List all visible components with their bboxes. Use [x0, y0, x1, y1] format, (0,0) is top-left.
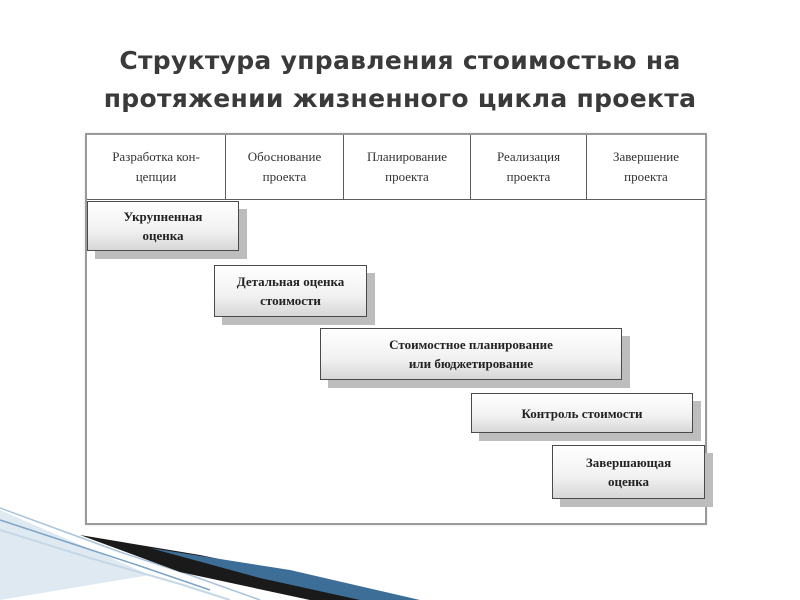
phase-justification: Обоснование проекта: [226, 135, 344, 199]
phase-completion: Завершение проекта: [612, 149, 680, 184]
stage-cost-control: Контроль стоимости: [471, 393, 693, 433]
stage-detailed-estimate: Детальная оценка стоимости: [214, 265, 367, 317]
swoosh-blue-shape: [150, 548, 420, 600]
phase-planning: Планирование проекта: [344, 135, 471, 199]
swoosh-line-2: [0, 519, 211, 591]
slide-title: Структура управления стоимостью на протя…: [103, 46, 697, 113]
phase-header-row: Разработка кон- цепции Обоснование проек…: [87, 135, 705, 200]
swoosh-line-3: [0, 529, 231, 600]
diagram-frame: Разработка кон- цепции Обоснование проек…: [85, 133, 707, 525]
stage-budgeting: Стоимостное планирование или бюджетирова…: [320, 328, 622, 380]
swoosh-line-1: [0, 507, 261, 600]
phase-implementation: Реализация проекта: [471, 135, 587, 199]
stage-rough-estimate: Укрупненная оценка: [87, 201, 239, 251]
stage-final-estimate: Завершающая оценка: [552, 445, 705, 499]
phase-concept: Разработка кон- цепции: [87, 135, 226, 199]
